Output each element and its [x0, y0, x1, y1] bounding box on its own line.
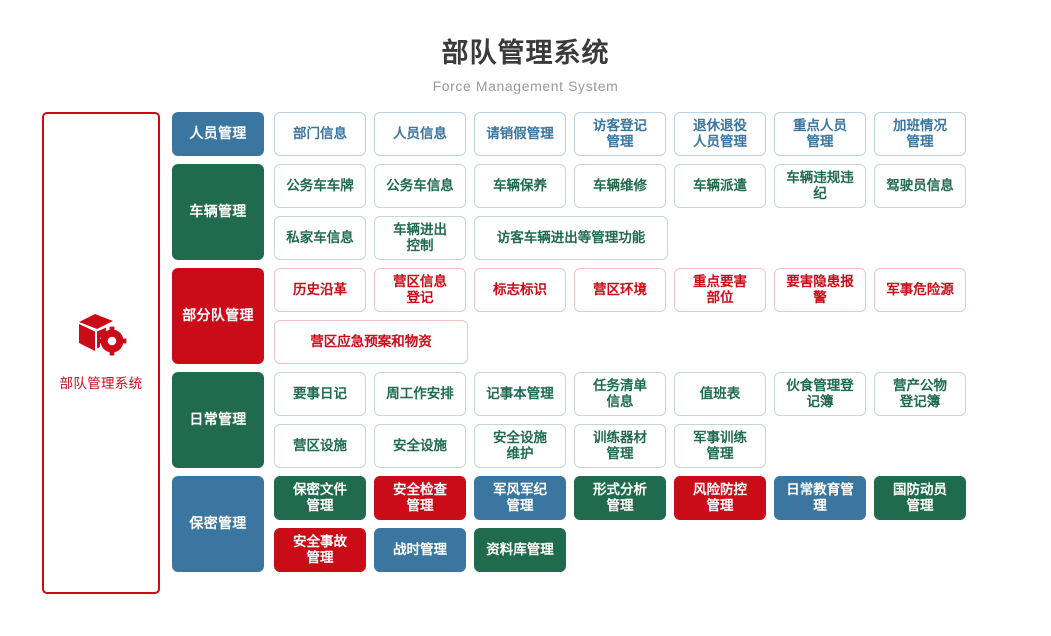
- item-training-equipment[interactable]: 训练器材 管理: [574, 424, 666, 469]
- item-personnel-info[interactable]: 人员信息: [374, 112, 466, 157]
- item-military-hazard[interactable]: 军事危险源: [874, 268, 966, 313]
- item-property-register[interactable]: 营产公物 登记簿: [874, 372, 966, 417]
- item-retired-personnel[interactable]: 退休退役 人员管理: [674, 112, 766, 157]
- item-visitor-vehicle[interactable]: 访客车辆进出等管理功能: [474, 216, 668, 261]
- item-vehicle-repair[interactable]: 车辆维修: [574, 164, 666, 209]
- section-confidential: 保密管理 保密文件 管理 安全检查 管理 军风军纪 管理 形式分析 管理 风险防…: [172, 476, 1051, 573]
- item-vehicle-dispatch[interactable]: 车辆派遣: [674, 164, 766, 209]
- page-title: 部队管理系统: [441, 38, 610, 68]
- page-header: 部队管理系统 Force Management System: [0, 0, 1051, 94]
- item-leave-management[interactable]: 请销假管理: [474, 112, 566, 157]
- item-duty-roster[interactable]: 值班表: [674, 372, 766, 417]
- item-key-personnel[interactable]: 重点人员 管理: [774, 112, 866, 157]
- item-database-management[interactable]: 资料库管理: [474, 528, 566, 573]
- item-camp-facilities[interactable]: 营区设施: [274, 424, 366, 469]
- category-daily[interactable]: 日常管理: [172, 372, 264, 469]
- sections-container: 人员管理 部门信息 人员信息 请销假管理 访客登记 管理 退休退役 人员管理 重…: [172, 112, 1051, 594]
- sidebar-inner: 部队管理系统: [60, 311, 143, 392]
- cube-gear-icon: [60, 311, 143, 362]
- items-personnel: 部门信息 人员信息 请销假管理 访客登记 管理 退休退役 人员管理 重点人员 管…: [274, 112, 966, 157]
- item-vehicle-violation[interactable]: 车辆违规违纪: [774, 164, 866, 209]
- item-vehicle-maintain[interactable]: 车辆保养: [474, 164, 566, 209]
- item-safety-inspection[interactable]: 安全检查 管理: [374, 476, 466, 521]
- item-private-car-info[interactable]: 私家车信息: [274, 216, 366, 261]
- item-key-positions[interactable]: 重点要害 部位: [674, 268, 766, 313]
- item-driver-info[interactable]: 驾驶员信息: [874, 164, 966, 209]
- item-visitor-registration[interactable]: 访客登记 管理: [574, 112, 666, 157]
- item-official-car-info[interactable]: 公务车信息: [374, 164, 466, 209]
- item-safety-accident[interactable]: 安全事故 管理: [274, 528, 366, 573]
- item-catering-register[interactable]: 伙食管理登记簿: [774, 372, 866, 417]
- item-weekly-schedule[interactable]: 周工作安排: [374, 372, 466, 417]
- items-daily: 要事日记 周工作安排 记事本管理 任务清单 信息 值班表 伙食管理登记簿 营产公…: [274, 372, 1051, 469]
- item-risk-control[interactable]: 风险防控 管理: [674, 476, 766, 521]
- item-confidential-docs[interactable]: 保密文件 管理: [274, 476, 366, 521]
- item-task-list-info[interactable]: 任务清单 信息: [574, 372, 666, 417]
- section-personnel: 人员管理 部门信息 人员信息 请销假管理 访客登记 管理 退休退役 人员管理 重…: [172, 112, 1051, 157]
- item-facility-maintain[interactable]: 安全设施 维护: [474, 424, 566, 469]
- item-notebook-management[interactable]: 记事本管理: [474, 372, 566, 417]
- sidebar-label: 部队管理系统: [59, 375, 143, 391]
- item-history[interactable]: 历史沿革: [274, 268, 366, 313]
- item-military-training[interactable]: 军事训练 管理: [674, 424, 766, 469]
- items-unit: 历史沿革 营区信息 登记 标志标识 营区环境 重点要害 部位 要害隐患报警 军事…: [274, 268, 1051, 365]
- item-overtime-management[interactable]: 加班情况 管理: [874, 112, 966, 157]
- item-official-plate[interactable]: 公务车车牌: [274, 164, 366, 209]
- item-department-info[interactable]: 部门信息: [274, 112, 366, 157]
- category-personnel[interactable]: 人员管理: [172, 112, 264, 157]
- item-hazard-alarm[interactable]: 要害隐患报警: [774, 268, 866, 313]
- section-vehicle: 车辆管理 公务车车牌 公务车信息 车辆保养 车辆维修 车辆派遣 车辆违规违纪 驾…: [172, 164, 1051, 261]
- item-camp-environment[interactable]: 营区环境: [574, 268, 666, 313]
- category-confidential[interactable]: 保密管理: [172, 476, 264, 573]
- sidebar-system-card[interactable]: 部队管理系统: [42, 112, 160, 595]
- item-situation-analysis[interactable]: 形式分析 管理: [574, 476, 666, 521]
- items-vehicle: 公务车车牌 公务车信息 车辆保养 车辆维修 车辆派遣 车辆违规违纪 驾驶员信息 …: [274, 164, 1051, 261]
- item-vehicle-access[interactable]: 车辆进出 控制: [374, 216, 466, 261]
- category-vehicle[interactable]: 车辆管理: [172, 164, 264, 261]
- item-discipline[interactable]: 军风军纪 管理: [474, 476, 566, 521]
- item-signage[interactable]: 标志标识: [474, 268, 566, 313]
- section-daily: 日常管理 要事日记 周工作安排 记事本管理 任务清单 信息 值班表 伙食管理登记…: [172, 372, 1051, 469]
- item-wartime-management[interactable]: 战时管理: [374, 528, 466, 573]
- page-subtitle: Force Management System: [432, 78, 619, 95]
- item-safety-facilities[interactable]: 安全设施: [374, 424, 466, 469]
- item-emergency-plan[interactable]: 营区应急预案和物资: [274, 320, 468, 365]
- item-event-diary[interactable]: 要事日记: [274, 372, 366, 417]
- section-unit: 部分队管理 历史沿革 营区信息 登记 标志标识 营区环境 重点要害 部位 要害隐…: [172, 268, 1051, 365]
- item-camp-registration[interactable]: 营区信息 登记: [374, 268, 466, 313]
- items-confidential: 保密文件 管理 安全检查 管理 军风军纪 管理 形式分析 管理 风险防控 管理 …: [274, 476, 1051, 573]
- item-daily-education[interactable]: 日常教育管理: [774, 476, 866, 521]
- body-wrapper: 部队管理系统 人员管理 部门信息 人员信息 请销假管理 访客登记 管理 退休退役…: [0, 94, 1051, 595]
- category-unit[interactable]: 部分队管理: [172, 268, 264, 365]
- item-defense-mobilize[interactable]: 国防动员 管理: [874, 476, 966, 521]
